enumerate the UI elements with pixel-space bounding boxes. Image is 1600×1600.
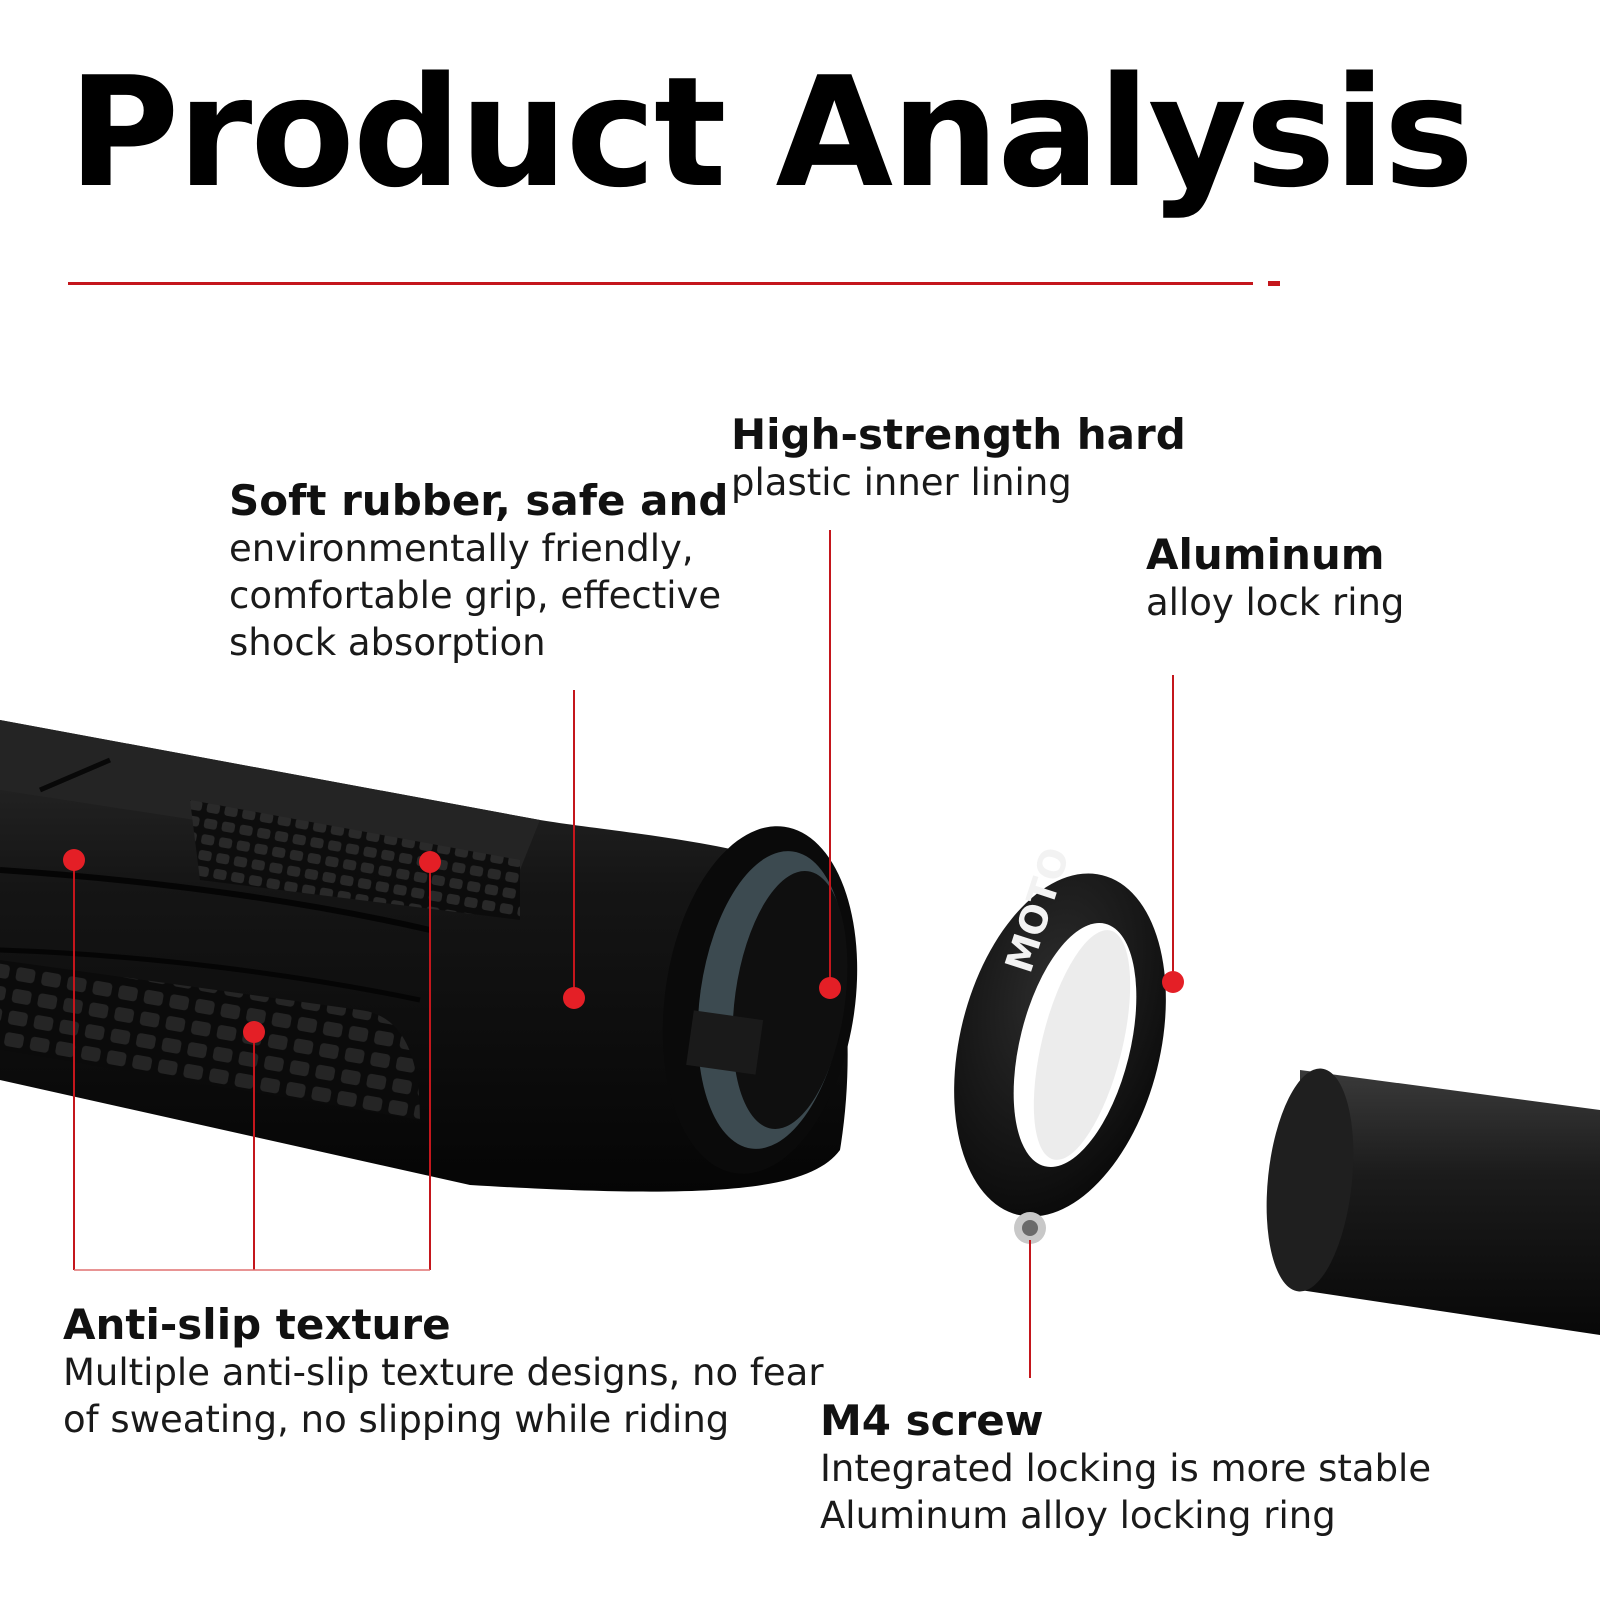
title-underline-dot: [1268, 281, 1280, 286]
callout-dot-soft-rubber: [563, 987, 585, 1009]
callout-dot-anti-slip-2: [243, 1021, 265, 1043]
lock-ring: MOTO: [954, 842, 1166, 1244]
callout-dot-anti-slip-1: [63, 849, 85, 871]
callout-dot-lock-ring: [1162, 971, 1184, 993]
callout-dot-anti-slip-3: [419, 851, 441, 873]
grip-body: [0, 720, 858, 1192]
callout-soft-rubber: Soft rubber, safe and environmentally fr…: [229, 476, 729, 665]
callout-lock-ring: Aluminum alloy lock ring: [1146, 530, 1405, 625]
callout-dot-inner-lining: [819, 977, 841, 999]
callout-m4-screw: M4 screw Integrated locking is more stab…: [820, 1396, 1432, 1538]
callout-leaders: [73, 530, 1174, 1378]
callout-anti-slip: Anti-slip texture Multiple anti-slip tex…: [63, 1300, 824, 1442]
callout-inner-lining: High-strength hard plastic inner lining: [731, 410, 1186, 505]
handlebar-tube: [1266, 1068, 1600, 1335]
title-underline: [68, 282, 1253, 285]
page-title: Product Analysis: [68, 44, 1474, 221]
